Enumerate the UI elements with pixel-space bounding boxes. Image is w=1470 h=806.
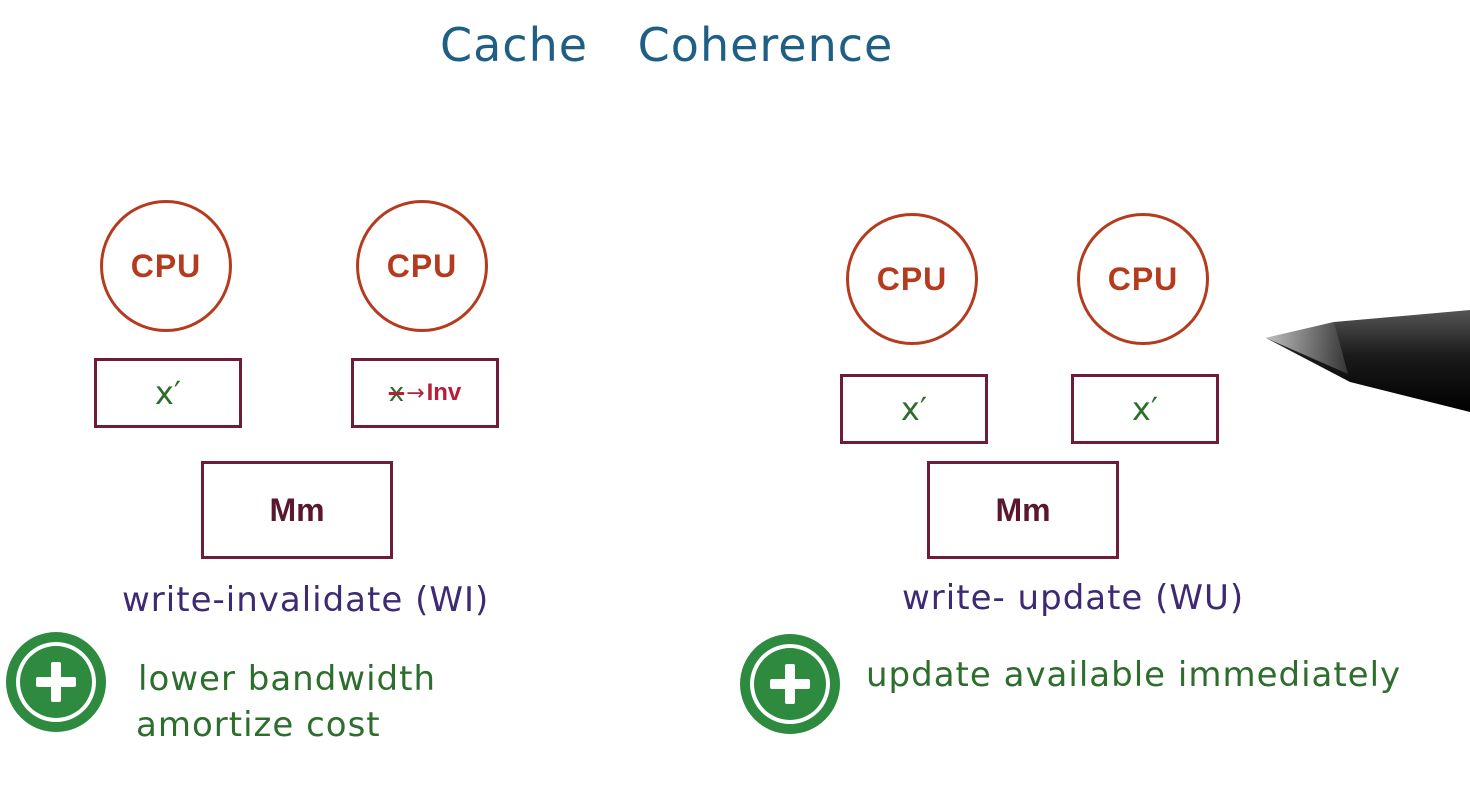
left-cpu-2: CPU [356,200,488,332]
cpu-label: CPU [386,247,458,284]
cpu-label: CPU [130,247,202,284]
invalidate-arrow: → [406,380,425,406]
right-cache-1: x′ [840,374,988,444]
left-cache-2-invalidated: x → Inv [351,358,499,428]
page-title: Cache Coherence [440,18,894,72]
cache-value: x′ [900,390,928,428]
cache-old-value: x [388,378,405,408]
cpu-label: CPU [1107,260,1179,297]
right-cpu-1: CPU [846,213,978,345]
left-benefit-1: lower bandwidth [138,659,437,699]
pen-icon [1266,310,1470,412]
right-benefit-1: update available immediately [866,655,1402,695]
right-cpu-2: CPU [1077,213,1209,345]
left-benefit-2: amortize cost [136,705,381,745]
cache-value: x′ [154,374,182,412]
left-cpu-1: CPU [100,200,232,332]
left-cache-1: x′ [94,358,242,428]
memory-label: Mm [269,491,325,528]
right-protocol-label: write- update (WU) [902,578,1245,618]
plus-icon [6,632,106,732]
left-protocol-label: write-invalidate (WI) [122,580,490,620]
cpu-label: CPU [876,260,948,297]
left-memory: Mm [201,461,393,559]
cache-value: x′ [1131,390,1159,428]
memory-label: Mm [995,491,1051,528]
invalid-label: Inv [426,379,462,406]
right-cache-2: x′ [1071,374,1219,444]
right-memory: Mm [927,461,1119,559]
plus-icon [740,634,840,734]
